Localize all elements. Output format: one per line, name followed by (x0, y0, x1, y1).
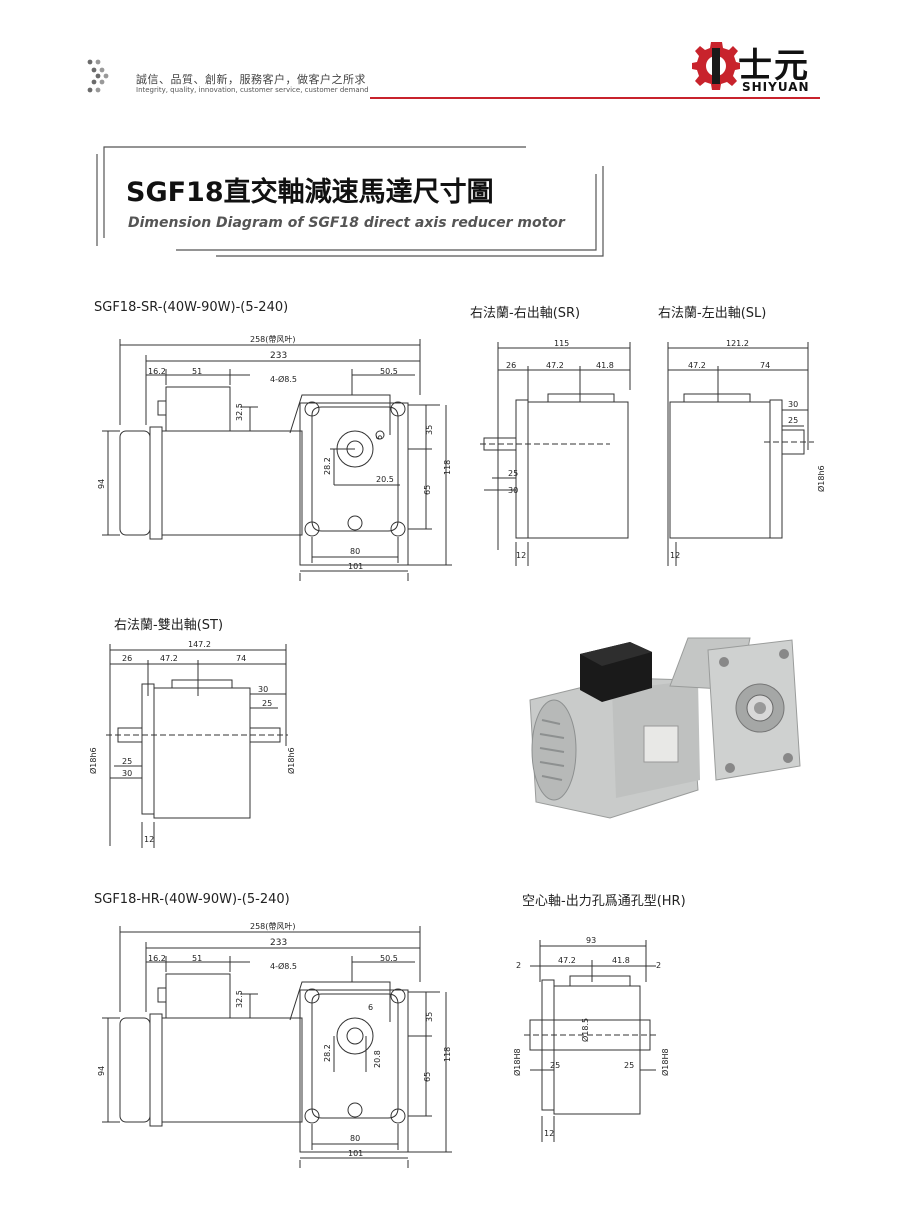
dim-258: 258(帶风叶) (250, 922, 296, 931)
dim-12: 12 (670, 551, 680, 560)
label-sr-view: 右法蘭-右出軸(SR) (470, 306, 581, 321)
dim-80: 80 (350, 547, 360, 556)
dim-118: 118 (443, 1047, 452, 1062)
dim-35: 35 (425, 425, 434, 435)
dim-94: 94 (97, 1066, 106, 1076)
dim-41-8: 41.8 (596, 361, 614, 370)
dim-18h6: Ø18h6 (816, 465, 826, 492)
dim-30-right: 30 (258, 685, 268, 694)
dim-47-2: 47.2 (688, 361, 706, 370)
dim-94: 94 (97, 479, 106, 489)
dim-47-2: 47.2 (160, 654, 178, 663)
motor-photo (520, 630, 820, 830)
dim-41-8: 41.8 (612, 956, 630, 965)
drawing-main-sr: 258(帶风叶) 233 16.2 51 4-Ø8.5 50.5 32.5 35… (97, 335, 452, 581)
dim-25-right: 25 (262, 699, 272, 708)
label-hr-model: SGF18-HR-(40W-90W)-(5-240) (94, 892, 290, 907)
slogan-chinese: 誠信、品質、創新，服務客户，做客户之所求 (136, 73, 366, 86)
dim-115: 115 (554, 339, 569, 348)
dim-65: 65 (423, 1072, 432, 1082)
drawing-hr-side: 93 2 47.2 41.8 2 Ø18.5 Ø18H8 Ø18H8 25 25… (512, 936, 670, 1142)
drawing-st-side: 147.2 26 47.2 74 30 25 Ø18h6 Ø18h6 25 30… (88, 640, 296, 848)
label-sl-view: 右法蘭-左出軸(SL) (658, 306, 767, 321)
dim-30: 30 (508, 486, 518, 495)
dim-233: 233 (270, 938, 287, 948)
dim-6: 6 (375, 435, 384, 440)
dim-101: 101 (348, 1149, 363, 1158)
brand-name-english: SHIYUAN (742, 80, 810, 94)
dim-2-left: 2 (516, 961, 521, 970)
dim-101: 101 (348, 562, 363, 571)
label-st-view: 右法蘭-雙出軸(ST) (114, 618, 224, 633)
dim-25: 25 (788, 416, 798, 425)
dim-18h6-left: Ø18h6 (88, 747, 98, 774)
title-frame (96, 146, 604, 257)
dim-51: 51 (192, 954, 202, 963)
dim-28-2: 28.2 (323, 457, 332, 475)
dim-50-5: 50.5 (380, 367, 398, 376)
dim-118: 118 (443, 460, 452, 475)
drawing-sr-side: 115 26 47.2 41.8 25 30 12 (480, 339, 631, 566)
dim-32-5: 32.5 (235, 403, 244, 421)
dim-30-left: 30 (122, 769, 132, 778)
dim-51: 51 (192, 367, 202, 376)
dim-16-2: 16.2 (148, 954, 166, 963)
dim-35: 35 (425, 1012, 434, 1022)
dim-32-5: 32.5 (235, 990, 244, 1008)
slogan-english: Integrity, quality, innovation, customer… (136, 86, 369, 94)
brand-name-chinese: 士元 (738, 46, 810, 86)
dim-18h6-right: Ø18h6 (286, 747, 296, 774)
dim-2-right: 2 (656, 961, 661, 970)
dim-12: 12 (144, 835, 154, 844)
dim-12: 12 (516, 551, 526, 560)
dim-47-2: 47.2 (558, 956, 576, 965)
drawing-sl-side: 121.2 47.2 74 30 25 Ø18h6 12 (667, 339, 826, 566)
dim-18h8-right: Ø18H8 (660, 1048, 670, 1076)
dim-121-2: 121.2 (726, 339, 749, 348)
dim-30: 30 (788, 400, 798, 409)
dim-80: 80 (350, 1134, 360, 1143)
dim-258: 258(帶风叶) (250, 335, 296, 344)
dim-26: 26 (122, 654, 132, 663)
dim-6: 6 (368, 1003, 373, 1012)
dim-holes: 4-Ø8.5 (270, 374, 297, 384)
header-divider (370, 97, 820, 99)
dim-20-5: 20.5 (376, 475, 394, 484)
arrow-logo-icon (87, 59, 109, 93)
dim-47-2: 47.2 (546, 361, 564, 370)
dim-50-5: 50.5 (380, 954, 398, 963)
dim-28-2: 28.2 (323, 1044, 332, 1062)
dim-26: 26 (506, 361, 516, 370)
dim-233: 233 (270, 351, 287, 361)
dim-25-left: 25 (550, 1061, 560, 1070)
dim-25-right: 25 (624, 1061, 634, 1070)
page-subtitle: Dimension Diagram of SGF18 direct axis r… (128, 215, 565, 231)
dim-16-2: 16.2 (148, 367, 166, 376)
dim-18h8-left: Ø18H8 (512, 1048, 522, 1076)
dim-25-left: 25 (122, 757, 132, 766)
gear-logo-icon (692, 42, 740, 90)
dim-65: 65 (423, 485, 432, 495)
label-hr-view: 空心軸-出力孔爲通孔型(HR) (522, 894, 686, 909)
dim-12: 12 (544, 1129, 554, 1138)
dim-holes: 4-Ø8.5 (270, 961, 297, 971)
dim-147-2: 147.2 (188, 640, 211, 649)
dim-18-5: Ø18.5 (580, 1018, 590, 1042)
dim-74: 74 (236, 654, 246, 663)
label-sr-model: SGF18-SR-(40W-90W)-(5-240) (94, 300, 289, 315)
dim-25: 25 (508, 469, 518, 478)
dim-74: 74 (760, 361, 770, 370)
drawing-main-hr: 258(帶风叶) 233 16.2 51 4-Ø8.5 50.5 32.5 35… (97, 922, 452, 1168)
dim-93: 93 (586, 936, 596, 945)
dim-20-8: 20.8 (373, 1050, 382, 1068)
page-title: SGF18直交軸減速馬達尺寸圖 (126, 177, 494, 208)
